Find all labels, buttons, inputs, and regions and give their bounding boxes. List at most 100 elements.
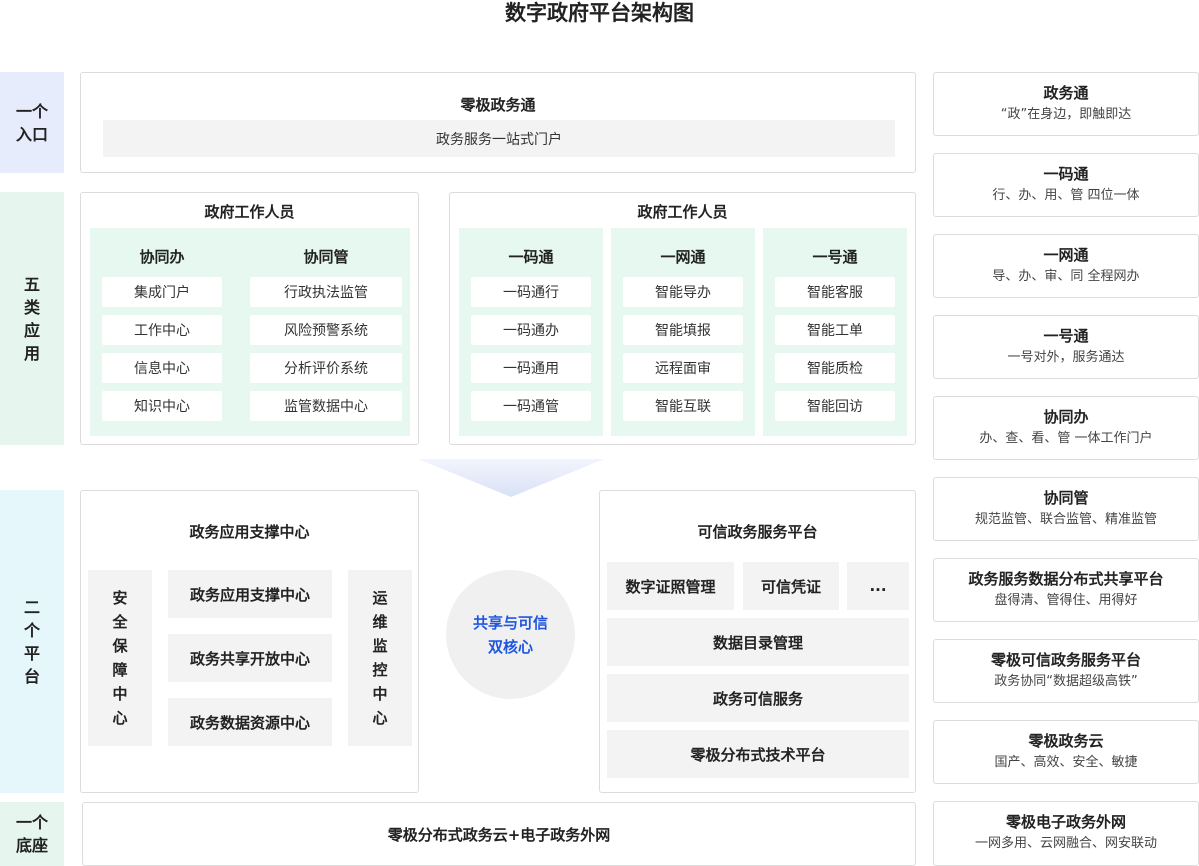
app-item[interactable]: 分析评价系统 [250, 353, 402, 383]
app-item[interactable]: 信息中心 [102, 353, 222, 383]
feature-card-title: 一码通 [1043, 165, 1089, 183]
entry-title: 零极政务通 [460, 95, 536, 114]
row-label-entry-line: 一个 [15, 101, 48, 121]
trusted-platform-box: 可信政务服务平台 数字证照管理 可信凭证 ... 数据目录管理 政务可信服务 零… [599, 490, 916, 793]
row-label-entry-line: 入口 [15, 124, 48, 144]
dual-core-line2: 双核心 [487, 637, 533, 656]
security-center-char: 保 [112, 637, 128, 655]
app-item[interactable]: 智能回访 [775, 391, 895, 421]
app-item[interactable]: 远程面审 [623, 353, 743, 383]
feature-card-subtitle: “政”在身边，即触即达 [1000, 107, 1132, 122]
app-item[interactable]: 智能填报 [623, 315, 743, 345]
row-label-apps-char: 应 [23, 320, 40, 340]
feature-card: 一号通 一号对外，服务通达 [933, 315, 1199, 379]
security-center-char: 中 [112, 685, 128, 703]
feature-card-subtitle: 一网多用、云网融合、网安联动 [974, 836, 1157, 851]
row-label-apps-char: 类 [23, 297, 40, 317]
dual-core-line1: 共享与可信 [472, 613, 548, 632]
feature-card-title: 零极电子政务外网 [1005, 813, 1126, 831]
feature-card: 政务通 “政”在身边，即触即达 [933, 72, 1199, 136]
row-label-apps: 五类应用 [0, 192, 64, 445]
group-title-xietongguan: 协同管 [303, 247, 349, 266]
group-title-yimatong: 一码通 [508, 247, 554, 266]
feature-card-subtitle: 国产、高效、安全、敏捷 [994, 755, 1138, 770]
trusted-row[interactable]: 政务可信服务 [607, 674, 909, 722]
apps-right-title: 政府工作人员 [637, 202, 728, 221]
security-center-char: 障 [112, 661, 128, 679]
apps-left-box: 政府工作人员 协同办 集成门户 工作中心 信息中心 知识中心 协同管 行政执法监… [80, 192, 419, 445]
feature-card-title: 协同管 [1043, 489, 1089, 507]
app-item[interactable]: 集成门户 [102, 277, 222, 307]
dual-core-circle: 共享与可信 双核心 [446, 570, 575, 699]
app-item[interactable]: 工作中心 [102, 315, 222, 345]
feature-card: 政务服务数据分布式共享平台 盘得清、管得住、用得好 [933, 558, 1199, 622]
row-label-base-line: 底座 [15, 836, 48, 855]
feature-card-title: 政务服务数据分布式共享平台 [968, 570, 1164, 588]
row-label-base-line: 一个 [15, 813, 48, 832]
feature-card-title: 零极可信政务服务平台 [990, 651, 1141, 669]
row-label-platforms-char: 个 [23, 620, 40, 640]
base-title: 零极分布式政务云+电子政务外网 [387, 825, 611, 844]
app-item[interactable]: 智能导办 [623, 277, 743, 307]
trusted-item[interactable]: 数字证照管理 [607, 562, 734, 610]
app-item[interactable]: 行政执法监管 [250, 277, 402, 307]
base-box: 零极分布式政务云+电子政务外网 [82, 802, 916, 866]
ops-center-char: 运 [372, 589, 388, 607]
row-label-entry: 一个入口 [0, 72, 64, 173]
row-label-platforms-char: 二 [23, 597, 40, 617]
security-center-char: 安 [112, 589, 128, 607]
trusted-row[interactable]: 零极分布式技术平台 [607, 730, 909, 778]
row-label-apps-char: 用 [23, 343, 40, 363]
feature-card-title: 政务通 [1043, 84, 1089, 102]
feature-card: 零极电子政务外网 一网多用、云网融合、网安联动 [933, 801, 1199, 866]
ops-center-char: 控 [372, 661, 388, 679]
funnel-arrow-icon [418, 459, 604, 497]
app-item[interactable]: 智能互联 [623, 391, 743, 421]
more-item[interactable]: ... [847, 562, 909, 610]
feature-card-subtitle: 一号对外，服务通达 [1007, 350, 1125, 365]
feature-card-subtitle: 办、查、看、管 一体工作门户 [979, 431, 1153, 446]
app-item[interactable]: 智能工单 [775, 315, 895, 345]
group-title-yihaotong: 一号通 [812, 247, 858, 266]
feature-card: 零极政务云 国产、高效、安全、敏捷 [933, 720, 1199, 784]
feature-card-title: 一号通 [1043, 327, 1089, 345]
feature-card-title: 一网通 [1043, 246, 1089, 264]
app-item[interactable]: 风险预警系统 [250, 315, 402, 345]
row-label-apps-char: 五 [23, 274, 40, 294]
app-item[interactable]: 知识中心 [102, 391, 222, 421]
support-center-item[interactable]: 政务应用支撑中心 [168, 570, 332, 618]
row-label-platforms-char: 平 [23, 643, 40, 663]
feature-card: 协同管 规范监管、联合监管、精准监管 [933, 477, 1199, 541]
app-item[interactable]: 一码通办 [471, 315, 591, 345]
row-label-base: 一个底座 [0, 802, 64, 866]
trusted-platform-title: 可信政务服务平台 [697, 522, 818, 541]
row-label-platforms: 二个平台 [0, 490, 64, 793]
trusted-row[interactable]: 数据目录管理 [607, 618, 909, 666]
security-center-char: 心 [112, 709, 128, 727]
feature-card: 协同办 办、查、看、管 一体工作门户 [933, 396, 1199, 460]
trusted-item[interactable]: 可信凭证 [743, 562, 839, 610]
app-item[interactable]: 智能客服 [775, 277, 895, 307]
app-item[interactable]: 一码通用 [471, 353, 591, 383]
feature-card-subtitle: 规范监管、联合监管、精准监管 [974, 512, 1157, 527]
feature-card: 一码通 行、办、用、管 四位一体 [933, 153, 1199, 217]
app-item[interactable]: 一码通行 [471, 277, 591, 307]
feature-card-subtitle: 导、办、审、同 全程网办 [992, 269, 1140, 284]
row-label-platforms-char: 台 [23, 666, 40, 686]
apps-left-title: 政府工作人员 [204, 202, 295, 221]
group-title-xietongban: 协同办 [139, 247, 185, 266]
support-center-box: 政务应用支撑中心 安 全 保 障 中 心 政务应用支撑中心 政务共享开放中心 政… [80, 490, 419, 793]
feature-card: 零极可信政务服务平台 政务协同“数据超级高铁” [933, 639, 1199, 703]
app-item[interactable]: 一码通管 [471, 391, 591, 421]
app-item[interactable]: 监管数据中心 [250, 391, 402, 421]
app-item[interactable]: 智能质检 [775, 353, 895, 383]
ops-center-char: 中 [372, 685, 388, 703]
support-center-item[interactable]: 政务共享开放中心 [168, 634, 332, 682]
support-center-item[interactable]: 政务数据资源中心 [168, 698, 332, 746]
apps-right-box: 政府工作人员 一码通 一码通行 一码通办 一码通用 一码通管 一网通 智能导办 … [449, 192, 916, 445]
feature-card-subtitle: 行、办、用、管 四位一体 [992, 188, 1140, 203]
ops-center-char: 维 [372, 613, 388, 631]
feature-card-title: 零极政务云 [1028, 732, 1104, 750]
entry-box: 零极政务通 政务服务一站式门户 [80, 72, 916, 173]
ops-center-char: 监 [372, 637, 388, 655]
